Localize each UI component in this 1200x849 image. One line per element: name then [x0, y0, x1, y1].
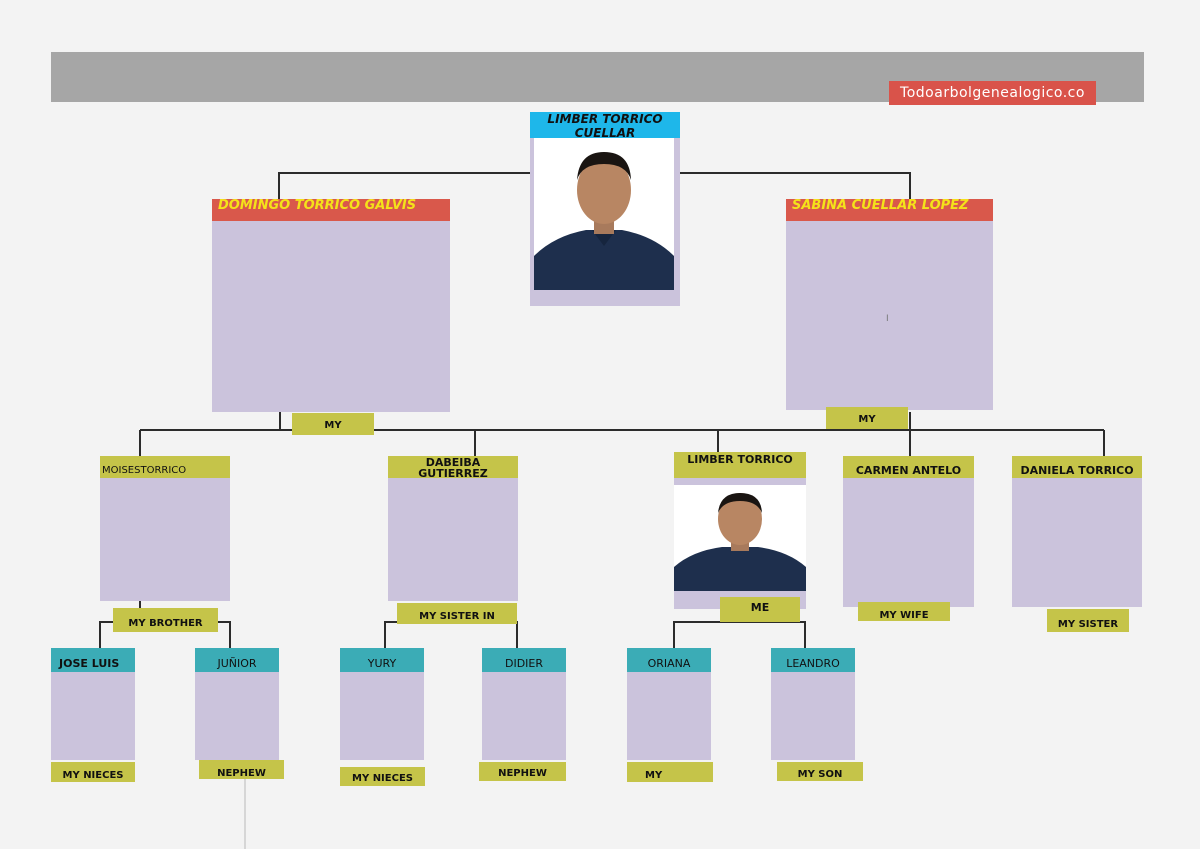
person-name-sister: DANIELA TORRICO	[1012, 456, 1142, 478]
person-name-oriana: ORIANA	[627, 648, 711, 672]
relation-tag-junior: NEPHEW	[199, 760, 284, 779]
person-card-sister-in-law	[388, 456, 518, 601]
relation-tag-oriana: MY	[627, 762, 713, 782]
person-card-sister	[1012, 456, 1142, 607]
person-card-brother	[100, 456, 230, 601]
person-name-me: LIMBER TORRICO	[674, 452, 806, 478]
person-name-father: DOMINGO TORRICO GALVIS	[212, 199, 450, 221]
person-name-leandro: LEANDRO	[771, 648, 855, 672]
person-name-yury: YURY	[340, 648, 424, 672]
relation-tag-jose-luis: MY NIECES	[51, 762, 135, 782]
relation-tag-brother: MY BROTHER	[113, 608, 218, 632]
relation-tag-didier: NEPHEW	[479, 762, 566, 781]
relation-tag-mother: MY	[826, 407, 908, 429]
person-card-father	[212, 199, 450, 412]
person-photo-root	[534, 138, 674, 290]
person-name-root: LIMBER TORRICO CUELLAR	[530, 112, 680, 138]
person-name-brother: MOISESTORRICO	[100, 456, 230, 478]
person-photo-me	[674, 485, 806, 591]
relation-tag-leandro: MY SON	[777, 762, 863, 781]
person-name-junior: JUÑIOR	[195, 648, 279, 672]
person-name-wife: CARMEN ANTELO	[843, 456, 974, 478]
relation-tag-sister: MY SISTER	[1047, 609, 1129, 632]
person-name-sister-in-law: DABEIBA GUTIERREZ	[388, 456, 518, 478]
person-photo-icon	[674, 485, 806, 591]
site-brand-link[interactable]: Todoarbolgenealogico.co	[889, 81, 1096, 105]
stray-mark: I	[886, 314, 889, 324]
relation-tag-sister-in-law: MY SISTER IN	[397, 603, 517, 624]
person-photo-icon	[534, 138, 674, 290]
relation-tag-wife: MY WIFE	[858, 602, 950, 621]
person-name-didier: DIDIER	[482, 648, 566, 672]
relation-tag-father: MY	[292, 413, 374, 435]
person-name-jose-luis: JOSE LUIS	[51, 648, 135, 672]
person-card-mother	[786, 199, 993, 410]
relation-tag-me: ME	[720, 597, 800, 622]
person-name-mother: SABINA CUELLAR LOPEZ	[786, 199, 993, 221]
person-card-wife	[843, 456, 974, 607]
relation-tag-yury: MY NIECES	[340, 767, 425, 786]
